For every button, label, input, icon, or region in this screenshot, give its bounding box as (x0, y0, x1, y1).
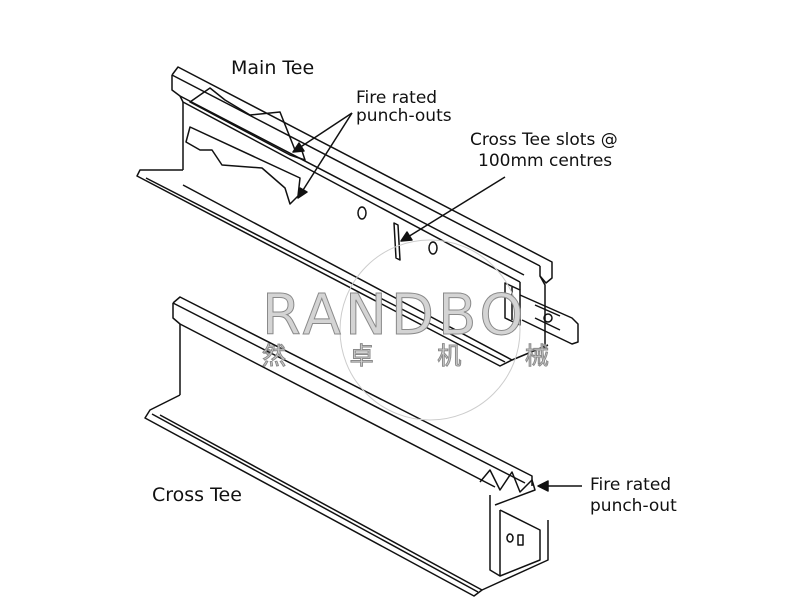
label-cross-tee-slots-1: Cross Tee slots @ (470, 130, 618, 150)
label-fire-rated-punch-out-1: Fire rated (590, 475, 672, 495)
label-cross-tee-slots-2: 100mm centres (478, 151, 613, 171)
watermark-circle (339, 239, 521, 421)
label-fire-rated-punch-out-2: punch-out (590, 496, 677, 516)
watermark-brand: RANDBO (261, 283, 528, 348)
label-main-tee: Main Tee (231, 57, 315, 79)
label-cross-tee: Cross Tee (152, 484, 242, 506)
watermark-chinese: 然 卓 机 械 (262, 342, 577, 370)
label-fire-rated-punch-outs-1: Fire rated (356, 88, 438, 108)
cross-tee-drawing (144, 296, 549, 597)
callout-arrows (292, 112, 582, 492)
label-fire-rated-punch-outs-2: punch-outs (356, 106, 452, 126)
